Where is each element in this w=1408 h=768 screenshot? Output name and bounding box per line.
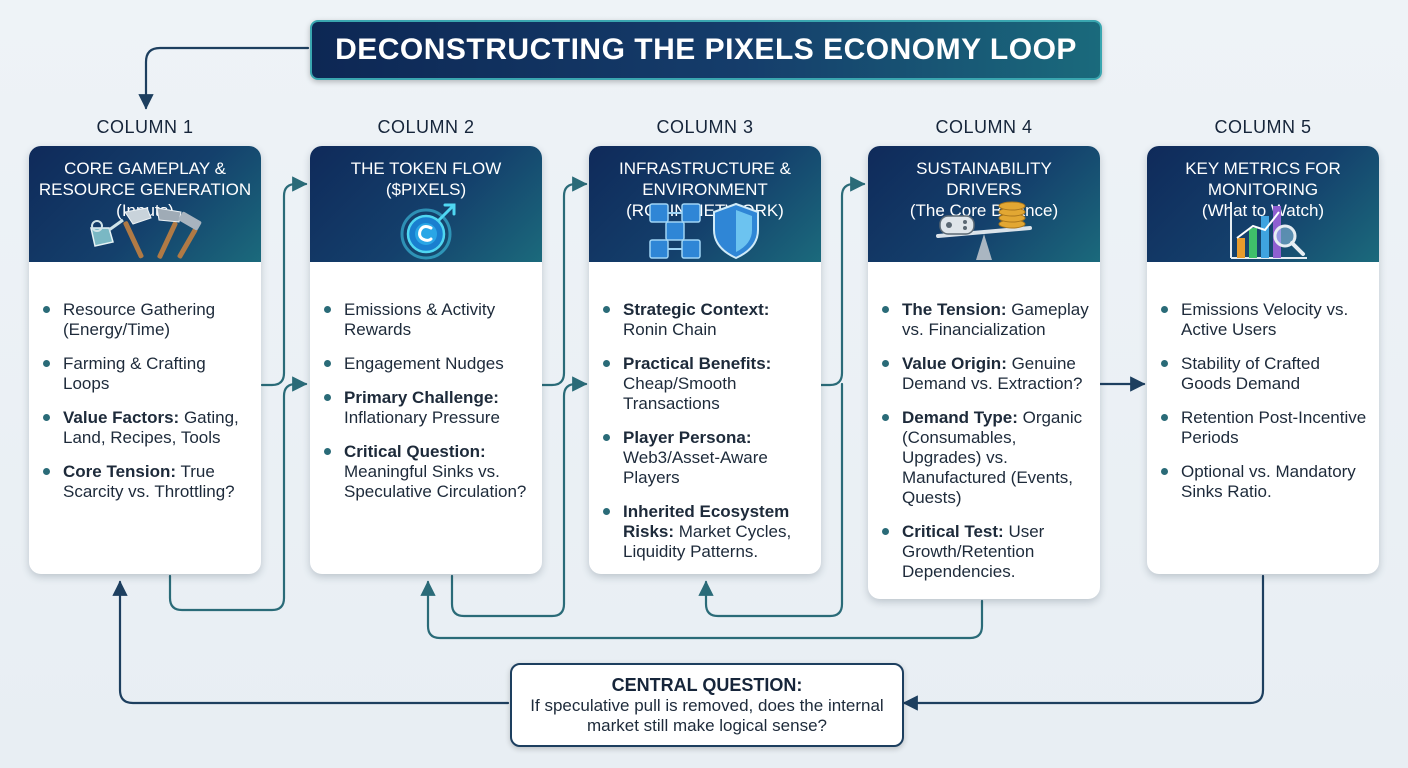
column-2-card: THE TOKEN FLOW ($PIXELS) Emissions & Act… [310, 146, 542, 574]
column-1-header-line-1: CORE GAMEPLAY & [64, 159, 226, 178]
column-1-item-3: Value Factors: Gating, Land, Recipes, To… [43, 408, 251, 448]
column-5-label: COLUMN 5 [1214, 117, 1312, 137]
token-coin-icon [400, 203, 456, 260]
column-5-header-line-1: KEY METRICS FOR [1185, 159, 1341, 178]
column-4-header-line-2: DRIVERS [946, 180, 1022, 199]
column-3-label: COLUMN 3 [656, 117, 754, 137]
arrow-col4-to-col2-feedback [420, 580, 984, 640]
column-3-header-line-2: ENVIRONMENT [642, 180, 768, 199]
page-title: DECONSTRUCTING THE PIXELS ECONOMY LOOP [335, 33, 1077, 66]
arrow-col2-to-col3-top [540, 176, 588, 387]
title-banner: DECONSTRUCTING THE PIXELS ECONOMY LOOP [310, 20, 1102, 80]
column-4-item-3: Demand Type: Organic (Consumables, Upgra… [882, 408, 1090, 508]
column-5-header-line-2: MONITORING [1207, 180, 1319, 199]
arrow-title-to-col1 [138, 46, 310, 110]
column-1-card: CORE GAMEPLAY & RESOURCE GENERATION (Inp… [29, 146, 261, 574]
column-5-header-line-3: (What to Watch) [1201, 201, 1325, 220]
arrow-col1-to-col2-bottom [168, 376, 308, 612]
column-4-item-1: The Tension: Gameplay vs. Financializati… [882, 300, 1090, 340]
blockchain-shield-icon [649, 202, 759, 260]
arrow-col5-to-central [902, 574, 1265, 711]
column-1-item-2: Farming & Crafting Loops [43, 354, 251, 394]
column-1-header-line-2: RESOURCE GENERATION [38, 180, 252, 199]
arrow-col4-to-col3-feedback [698, 382, 844, 618]
central-question-text: If speculative pull is removed, does the… [530, 696, 884, 735]
column-1-label: COLUMN 1 [96, 117, 194, 137]
column-2-item-1: Emissions & Activity Rewards [324, 300, 532, 340]
column-2-header-line-1: THE TOKEN FLOW [350, 159, 502, 178]
column-3-item-3: Player Persona: Web3/Asset-Aware Players [603, 428, 811, 488]
balance-scale-icon [936, 201, 1032, 260]
column-5-card: KEY METRICS FOR MONITORING (What to Watc… [1147, 146, 1379, 574]
column-5-item-4: Optional vs. Mandatory Sinks Ratio. [1161, 462, 1369, 502]
arrow-col3-to-col4-top [818, 176, 866, 387]
tools-icon [90, 207, 202, 259]
column-2-item-3: Primary Challenge: Inflationary Pressure [324, 388, 532, 428]
column-4-item-2: Value Origin: Genuine Demand vs. Extract… [882, 354, 1090, 394]
column-3-header: INFRASTRUCTURE & ENVIRONMENT (RONIN NETW… [589, 146, 821, 262]
column-4-item-4: Critical Test: User Growth/Retention Dep… [882, 522, 1090, 582]
column-2-label: COLUMN 2 [377, 117, 475, 137]
central-question-box: CENTRAL QUESTION: If speculative pull is… [510, 663, 904, 747]
column-3-header-line-1: INFRASTRUCTURE & [619, 159, 791, 178]
column-1-header: CORE GAMEPLAY & RESOURCE GENERATION (Inp… [29, 146, 261, 262]
column-5-header: KEY METRICS FOR MONITORING (What to Watc… [1147, 146, 1379, 262]
column-4-label: COLUMN 4 [935, 117, 1033, 137]
column-5-item-1: Emissions Velocity vs. Active Users [1161, 300, 1369, 340]
arrow-col1-to-col2-top [260, 176, 308, 387]
column-2-header-line-2: ($PIXELS) [385, 180, 467, 199]
column-3-item-4: Inherited Ecosystem Risks: Market Cycles… [603, 502, 811, 562]
central-question-title: CENTRAL QUESTION: [611, 675, 803, 695]
column-3-item-1: Strategic Context: Ronin Chain [603, 300, 811, 340]
column-3-card: INFRASTRUCTURE & ENVIRONMENT (RONIN NETW… [589, 146, 821, 574]
column-2-header: THE TOKEN FLOW ($PIXELS) [310, 146, 542, 262]
metrics-chart-icon [1230, 202, 1307, 259]
column-5-item-3: Retention Post-Incentive Periods [1161, 408, 1369, 448]
column-4-header-line-1: SUSTAINABILITY [916, 159, 1052, 178]
column-3-item-2: Practical Benefits: Cheap/Smooth Transac… [603, 354, 811, 414]
column-4-card: SUSTAINABILITY DRIVERS (The Core Balance… [868, 146, 1100, 599]
arrow-col2-to-col3-bottom [450, 376, 588, 618]
column-5-item-2: Stability of Crafted Goods Demand [1161, 354, 1369, 394]
column-1-item-1: Resource Gathering (Energy/Time) [43, 300, 251, 340]
column-4-header: SUSTAINABILITY DRIVERS (The Core Balance… [868, 146, 1100, 262]
column-2-item-4: Critical Question: Meaningful Sinks vs. … [324, 442, 532, 502]
column-2-item-2: Engagement Nudges [324, 354, 532, 374]
column-1-item-4: Core Tension: True Scarcity vs. Throttli… [43, 462, 251, 502]
arrow-central-to-col1 [112, 580, 510, 705]
